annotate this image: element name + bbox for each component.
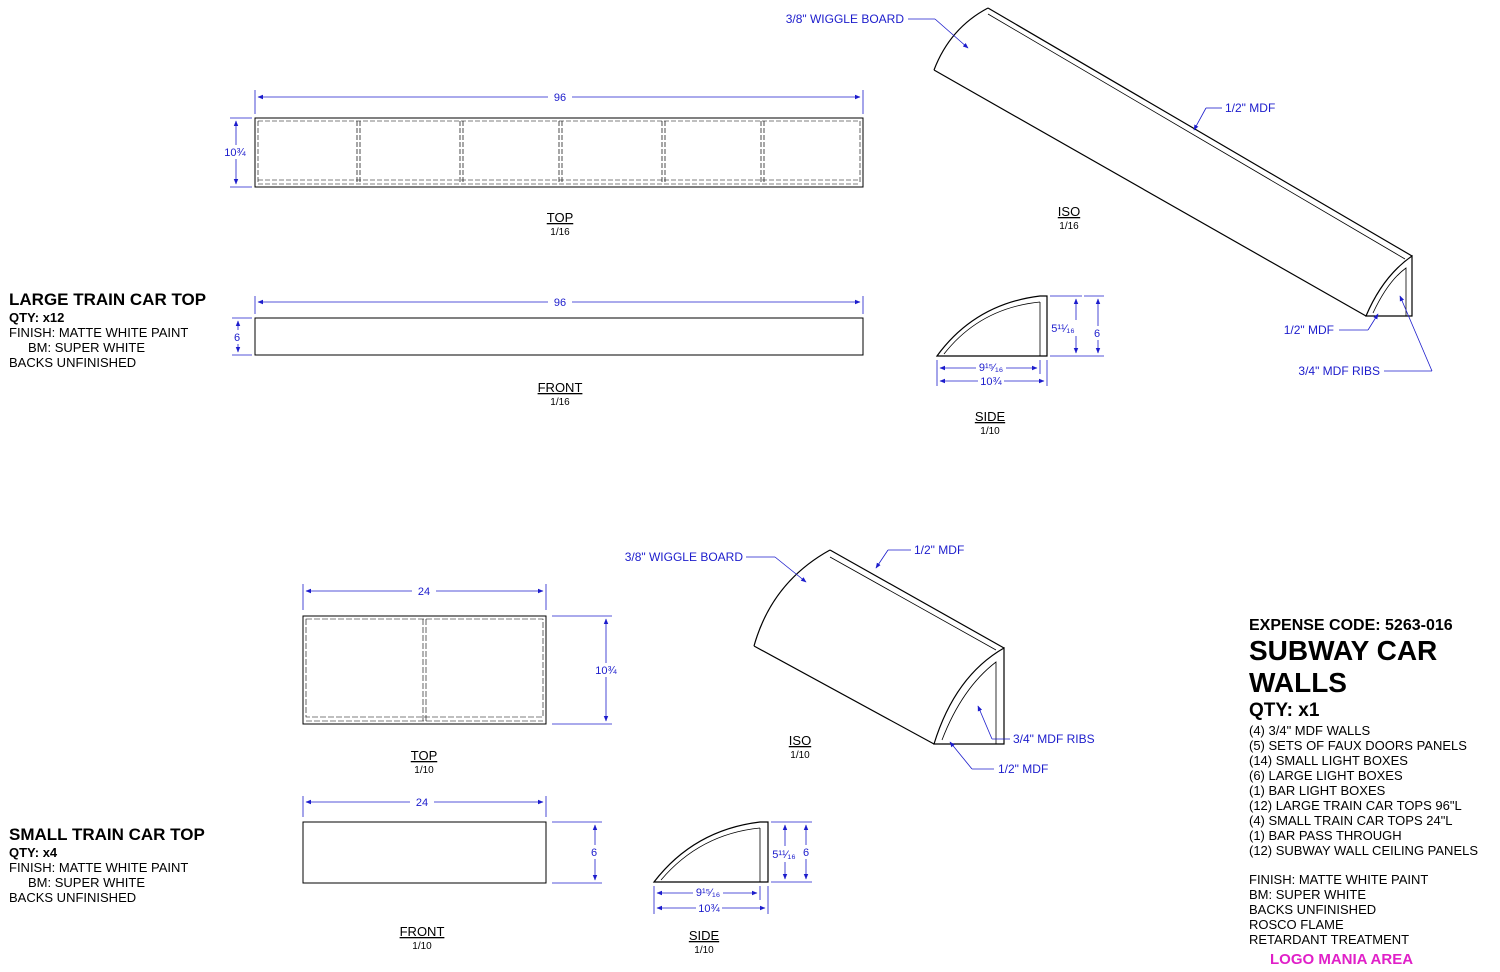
large-front-length-dim: 96 xyxy=(554,297,566,309)
large-side-view: 5¹¹⁄₁₆ 6 9¹⁵⁄₁₆ 10¾ SIDE 1/10 xyxy=(935,295,1104,437)
large-backs: BACKS UNFINISHED xyxy=(9,355,137,370)
list-item: (14) SMALL LIGHT BOXES xyxy=(1249,753,1408,768)
list-item: (12) LARGE TRAIN CAR TOPS 96"L xyxy=(1249,798,1462,813)
small-side-height-dim: 6 xyxy=(803,847,809,859)
small-bm: BM: SUPER WHITE xyxy=(28,875,146,890)
large-finish: FINISH: MATTE WHITE PAINT xyxy=(9,325,189,340)
small-iso-wiggle-callout: 3/8" WIGGLE BOARD xyxy=(625,550,744,564)
list-item: (4) 3/4" MDF WALLS xyxy=(1249,723,1371,738)
note-line: BACKS UNFINISHED xyxy=(1249,902,1377,917)
note-line: FINISH: MATTE WHITE PAINT xyxy=(1249,872,1429,887)
large-side-view-label: SIDE xyxy=(975,409,1006,424)
small-front-view-label: FRONT xyxy=(400,924,445,939)
large-side-inner-width-dim: 9¹⁵⁄₁₆ xyxy=(979,362,1003,374)
large-top-length-dim: 96 xyxy=(554,92,566,104)
small-iso-view: 3/8" WIGGLE BOARD 1/2" MDF 3/4" MDF RIBS… xyxy=(625,543,1095,776)
note-line: ROSCO FLAME xyxy=(1249,917,1344,932)
small-side-inner-width-dim: 9¹⁵⁄₁₆ xyxy=(696,887,720,899)
small-iso-view-scale: 1/10 xyxy=(790,750,810,761)
list-item: (5) SETS OF FAUX DOORS PANELS xyxy=(1249,738,1467,753)
expense-code: EXPENSE CODE: 5263-016 xyxy=(1249,617,1453,634)
small-side-view-scale: 1/10 xyxy=(694,945,714,956)
large-iso-view-scale: 1/16 xyxy=(1059,221,1079,232)
small-front-height-dim: 6 xyxy=(591,847,597,859)
large-top-view-label: TOP xyxy=(547,210,574,225)
sheet-title-line2: WALLS xyxy=(1249,667,1347,698)
list-item: (4) SMALL TRAIN CAR TOPS 24"L xyxy=(1249,813,1453,828)
large-iso-view-label: ISO xyxy=(1058,204,1080,219)
large-front-view-label: FRONT xyxy=(538,380,583,395)
list-item: (12) SUBWAY WALL CEILING PANELS xyxy=(1249,843,1479,858)
large-title: LARGE TRAIN CAR TOP xyxy=(9,290,207,309)
small-backs: BACKS UNFINISHED xyxy=(9,890,137,905)
large-side-inner-height-dim: 5¹¹⁄₁₆ xyxy=(1051,323,1074,335)
small-front-length-dim: 24 xyxy=(416,797,428,809)
large-top-view: 96 10¾ TOP 1/16 xyxy=(222,90,864,238)
small-finish: FINISH: MATTE WHITE PAINT xyxy=(9,860,189,875)
large-iso-wiggle-callout: 3/8" WIGGLE BOARD xyxy=(786,12,905,26)
sheet-qty: QTY: x1 xyxy=(1249,700,1320,721)
small-qty: QTY: x4 xyxy=(9,845,58,860)
large-front-height-dim: 6 xyxy=(234,332,240,344)
note-line: BM: SUPER WHITE xyxy=(1249,887,1367,902)
small-front-view: 24 6 FRONT 1/10 xyxy=(302,795,602,952)
small-top-view: 24 10¾ TOP 1/10 xyxy=(302,584,620,776)
note-line: RETARDANT TREATMENT xyxy=(1249,932,1410,947)
small-iso-ribs-callout: 3/4" MDF RIBS xyxy=(1013,732,1095,746)
list-item: (6) LARGE LIGHT BOXES xyxy=(1249,768,1403,783)
sheet-title-line1: SUBWAY CAR xyxy=(1249,635,1438,666)
small-iso-mdf-top-callout: 1/2" MDF xyxy=(914,543,964,557)
small-title: SMALL TRAIN CAR TOP xyxy=(9,825,205,844)
item-list: (4) 3/4" MDF WALLS (5) SETS OF FAUX DOOR… xyxy=(1249,723,1494,858)
small-notes-block: SMALL TRAIN CAR TOP QTY: x4 FINISH: MATT… xyxy=(9,825,205,905)
large-iso-mdf-top-callout: 1/2" MDF xyxy=(1225,101,1275,115)
large-iso-ribs-callout: 3/4" MDF RIBS xyxy=(1298,364,1380,378)
small-top-length-dim: 24 xyxy=(418,586,430,598)
list-item: (1) BAR LIGHT BOXES xyxy=(1249,783,1386,798)
small-iso-view-label: ISO xyxy=(789,733,811,748)
large-side-width-dim: 10¾ xyxy=(980,376,1002,388)
large-front-view-scale: 1/16 xyxy=(550,397,570,408)
large-qty: QTY: x12 xyxy=(9,310,65,325)
logo-area-label: LOGO MANIA AREA xyxy=(1270,951,1414,968)
small-top-width-dim: 10¾ xyxy=(595,665,617,677)
small-top-view-label: TOP xyxy=(411,748,438,763)
large-top-view-scale: 1/16 xyxy=(550,227,570,238)
large-top-width-dim: 10¾ xyxy=(224,147,246,159)
small-iso-mdf-bottom-callout: 1/2" MDF xyxy=(998,762,1048,776)
large-iso-mdf-bottom-callout: 1/2" MDF xyxy=(1284,323,1334,337)
small-side-view-label: SIDE xyxy=(689,928,720,943)
large-bm: BM: SUPER WHITE xyxy=(28,340,146,355)
small-side-inner-height-dim: 5¹¹⁄₁₆ xyxy=(772,849,795,861)
small-top-view-scale: 1/10 xyxy=(414,765,434,776)
finish-notes: FINISH: MATTE WHITE PAINT BM: SUPER WHIT… xyxy=(1249,872,1494,947)
large-side-view-scale: 1/10 xyxy=(980,426,1000,437)
small-side-width-dim: 10¾ xyxy=(698,903,720,915)
small-side-view: 5¹¹⁄₁₆ 6 9¹⁵⁄₁₆ 10¾ SIDE 1/10 xyxy=(652,821,813,956)
list-item: (1) BAR PASS THROUGH xyxy=(1249,828,1402,843)
large-notes-block: LARGE TRAIN CAR TOP QTY: x12 FINISH: MAT… xyxy=(9,290,206,370)
large-iso-view: 3/8" WIGGLE BOARD 1/2" MDF 1/2" MDF 3/4"… xyxy=(786,7,1433,378)
small-front-view-scale: 1/10 xyxy=(412,941,432,952)
large-side-height-dim: 6 xyxy=(1094,328,1100,340)
title-block: EXPENSE CODE: 5263-016 SUBWAY CAR WALLS … xyxy=(1249,616,1494,969)
large-front-view: 96 6 FRONT 1/16 xyxy=(230,295,864,408)
